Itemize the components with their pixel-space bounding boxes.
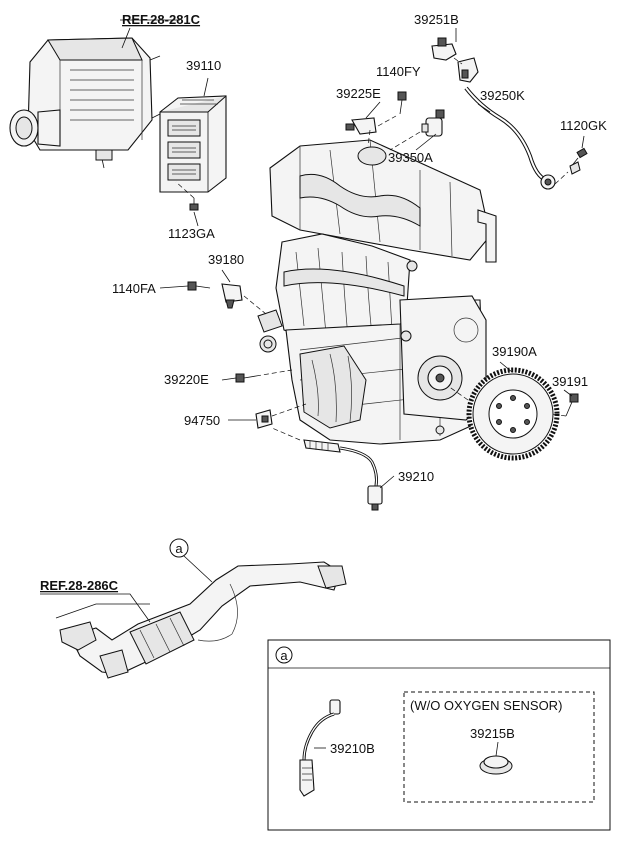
ref-exhaust: REF.28-286C [40, 578, 119, 593]
detail-box-a: a [267, 639, 611, 831]
ecu-module [159, 95, 227, 193]
bolt-1120gk [569, 147, 588, 175]
valve-39350a [421, 109, 445, 137]
engine-assembly [257, 139, 497, 445]
bolt-1140fy [397, 91, 407, 115]
label-1120gk: 1120GK [560, 118, 607, 133]
plug-39215b [479, 755, 513, 775]
sensor-39180 [221, 283, 243, 309]
bolt-1140fa [187, 281, 211, 291]
label-39250k: 39250K [480, 88, 525, 103]
label-39180: 39180 [208, 252, 244, 267]
oxygen-sensor-39210 [303, 439, 383, 511]
label-39210b: 39210B [330, 741, 375, 756]
sensor-39225e [345, 117, 377, 135]
ring-gear-39190a [466, 367, 560, 461]
label-1140fy: 1140FY [376, 64, 421, 79]
label-94750: 94750 [184, 413, 220, 428]
label-39225e: 39225E [336, 86, 381, 101]
label-39190a: 39190A [492, 344, 537, 359]
air-cleaner-assembly [9, 37, 165, 169]
callout-marker-a-text: a [175, 541, 183, 556]
connector-39250k-top [457, 57, 479, 83]
detail-box-marker-text: a [280, 648, 288, 663]
bolt-1123ga [189, 198, 199, 211]
callout-marker-a: a [169, 538, 189, 558]
label-1123ga: 1123GA [168, 226, 215, 241]
oxygen-sensor-39210b [299, 699, 341, 797]
bolt-39220e [235, 373, 257, 383]
label-39220e: 39220E [164, 372, 209, 387]
sensor-39251b [431, 37, 457, 61]
variant-note: (W/O OXYGEN SENSOR) [410, 698, 562, 713]
label-39350a: 39350A [388, 150, 433, 165]
label-39251b: 39251B [414, 12, 459, 27]
label-39210: 39210 [398, 469, 434, 484]
label-1140fa: 1140FA [112, 281, 156, 296]
bolt-39191 [565, 393, 579, 417]
sensor-39250k-end [540, 174, 556, 190]
exhaust-pipe-assembly [59, 561, 347, 679]
ref-top: REF.28-281C [122, 12, 201, 27]
label-39110: 39110 [186, 58, 221, 73]
switch-94750 [255, 409, 273, 429]
label-39215b: 39215B [470, 726, 515, 741]
label-39191: 39191 [552, 374, 588, 389]
